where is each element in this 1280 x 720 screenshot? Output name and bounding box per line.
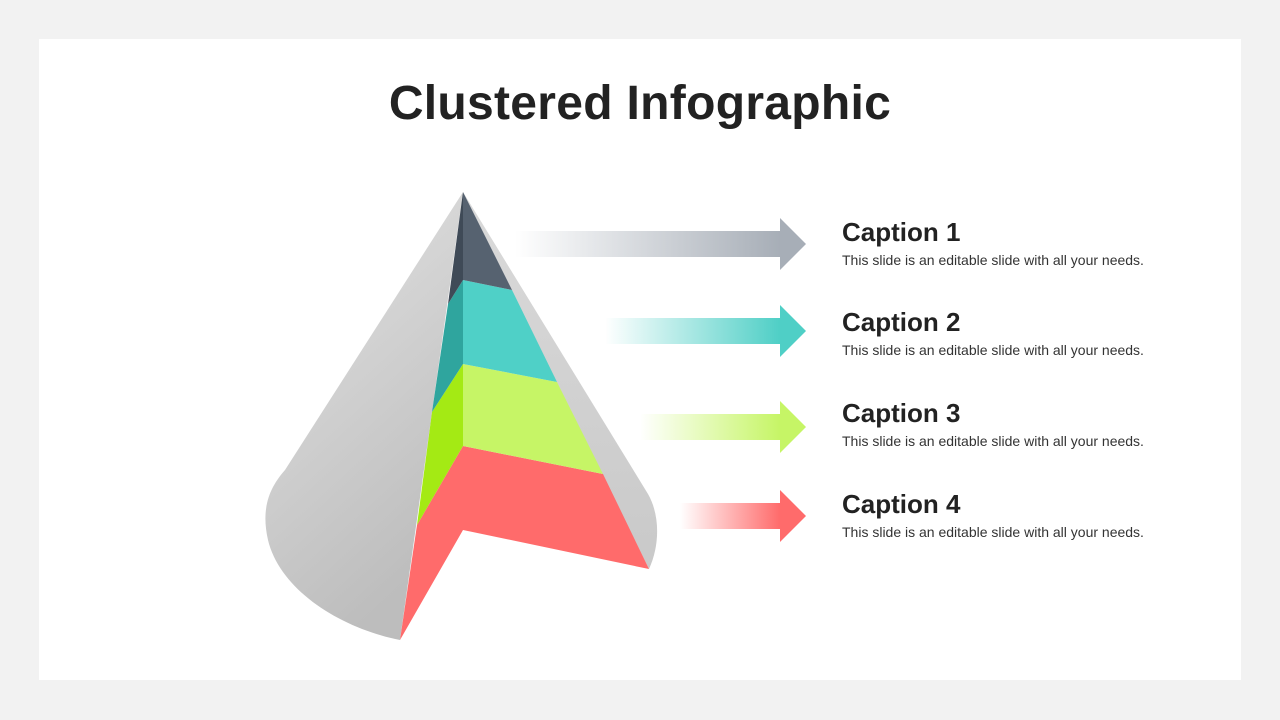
layer-3-side [417, 364, 463, 525]
arrow-right-icon-1 [515, 218, 806, 270]
caption-block-2: Caption 2 This slide is an editable slide… [842, 307, 1242, 359]
layer-2-side [432, 280, 463, 412]
arrow-right-icon-3 [640, 401, 806, 453]
caption-title-3: Caption 3 [842, 398, 961, 428]
caption-block-1: Caption 1 This slide is an editable slide… [842, 217, 1242, 269]
caption-description-4: This slide is an editable slide with all… [842, 524, 1144, 540]
layer-4-face [400, 446, 649, 640]
arrow-right-icon-4 [680, 490, 806, 542]
caption-title-4: Caption 4 [842, 489, 961, 519]
arrow-right-icon-2 [605, 305, 806, 357]
cone-right-face [463, 192, 658, 569]
caption-title-1: Caption 1 [842, 217, 961, 247]
caption-block-4: Caption 4 This slide is an editable slide… [842, 489, 1242, 541]
page-title: Clustered Infographic [388, 77, 892, 130]
cone-left-face [265, 192, 463, 640]
caption-block-3: Caption 3 This slide is an editable slide… [842, 398, 1242, 450]
layer-2-face [463, 280, 557, 382]
caption-description-3: This slide is an editable slide with all… [842, 433, 1144, 449]
caption-description-2: This slide is an editable slide with all… [842, 342, 1144, 358]
caption-description-1: This slide is an editable slide with all… [842, 252, 1144, 268]
slide-canvas [39, 39, 1241, 680]
layer-3-face [463, 364, 603, 474]
layer-1-side [448, 192, 463, 304]
caption-title-2: Caption 2 [842, 307, 961, 337]
layer-1-face [463, 192, 512, 290]
